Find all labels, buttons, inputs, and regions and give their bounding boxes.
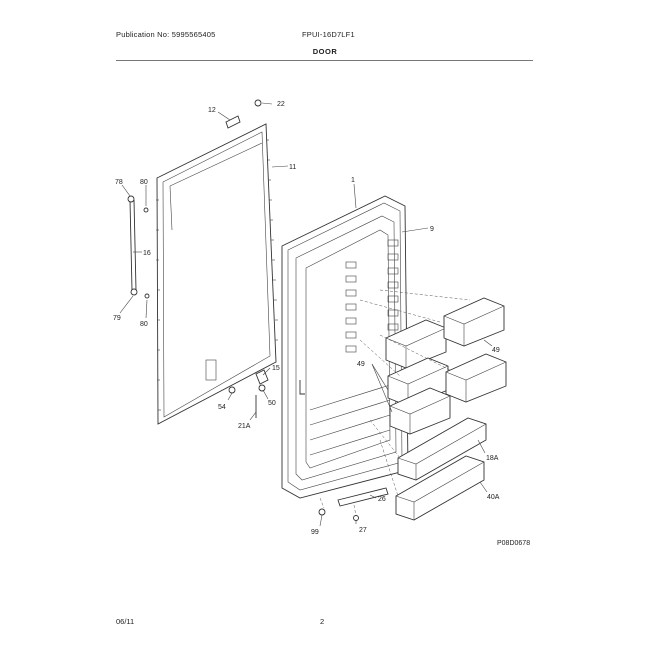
footer-date: 06/11 (116, 617, 135, 626)
callout-50: 50 (268, 400, 276, 407)
callout-49-right: 49 (492, 347, 500, 354)
outer-door-panel (156, 123, 278, 425)
callout-78: 78 (115, 179, 123, 186)
callout-22: 22 (277, 101, 285, 108)
callout-99: 99 (311, 529, 319, 536)
gasket-clip (299, 380, 305, 395)
callout-15: 15 (272, 365, 280, 372)
model-number: FPUI-16D7LF1 (302, 30, 355, 39)
callout-12: 12 (208, 107, 216, 114)
callout-49-left: 49 (357, 361, 365, 368)
callout-54: 54 (218, 404, 226, 411)
callout-16: 16 (143, 250, 151, 257)
leader-lines (119, 102, 493, 527)
footer-page-number: 2 (320, 617, 325, 626)
callout-40a: 40A (487, 494, 500, 501)
publication-number: Publication No: 5995565405 (116, 30, 216, 39)
section-title: DOOR (312, 47, 338, 56)
callout-21a: 21A (238, 423, 251, 430)
callout-80-bottom: 80 (140, 321, 148, 328)
diagram-code: P08D0678 (497, 540, 530, 547)
callout-1: 1 (351, 177, 355, 184)
door-bins (337, 297, 507, 521)
callout-labels: 12 22 11 78 80 16 79 80 1 9 49 49 15 54 … (113, 101, 530, 547)
callout-18a: 18A (486, 455, 499, 462)
callout-26: 26 (378, 496, 386, 503)
callout-27: 27 (359, 527, 367, 534)
callout-79: 79 (113, 315, 121, 322)
handle-hardware (127, 195, 150, 299)
callout-9: 9 (430, 226, 434, 233)
callout-80-top: 80 (140, 179, 148, 186)
callout-11: 11 (289, 164, 296, 171)
assembly-guides (319, 289, 471, 517)
header-divider (116, 60, 533, 61)
small-hardware (225, 99, 359, 521)
